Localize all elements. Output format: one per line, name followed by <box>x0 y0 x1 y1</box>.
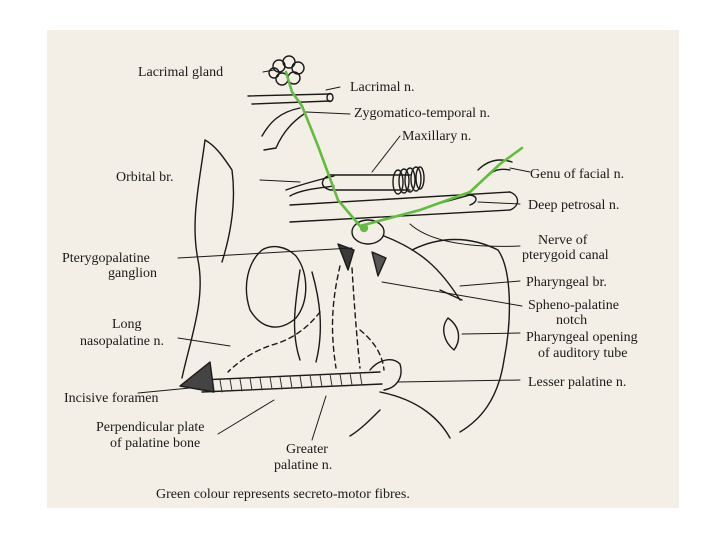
caption: Green colour represents secreto-motor fi… <box>156 487 410 502</box>
nasal-cavity-drawing <box>245 245 307 328</box>
label-perpendicular-plate-2: of palatine bone <box>110 436 201 451</box>
pterygoid-canal-drawing <box>289 191 519 223</box>
label-pterygopalatine-ganglion-2: ganglion <box>108 266 157 281</box>
lacrimal-nerve-drawing <box>247 93 331 105</box>
label-genu-of-facial-n: Genu of facial n. <box>530 167 625 182</box>
secretomotor-fibre-facial <box>358 146 524 228</box>
secretomotor-fibre-lacrimal <box>284 70 362 228</box>
label-lesser-palatine-n: Lesser palatine n. <box>528 375 627 390</box>
label-nerve-of-pterygoid-canal-1: Nerve of <box>538 233 588 248</box>
maxillary-coil-drawing <box>392 166 425 195</box>
label-pterygopalatine-ganglion-1: Pterygopalatine <box>62 251 150 266</box>
label-orbital-br: Orbital br. <box>116 170 174 185</box>
label-spheno-palatine-notch-2: notch <box>556 313 588 328</box>
maxillary-nerve-drawing <box>321 174 411 191</box>
lesser-palatine-drawing <box>369 359 402 391</box>
label-lacrimal-gland: Lacrimal gland <box>138 65 224 80</box>
perpendicular-plate-drawing <box>293 269 322 363</box>
label-pharyngeal-opening-2: of auditory tube <box>538 346 628 361</box>
label-deep-petrosal-n: Deep petrosal n. <box>528 198 620 213</box>
label-greater-palatine-n-2: palatine n. <box>274 458 333 473</box>
label-incisive-foramen: Incisive foramen <box>64 391 159 406</box>
ganglion-drawing <box>351 219 385 245</box>
label-perpendicular-plate-1: Perpendicular plate <box>96 420 205 435</box>
pharyngeal-branch-drawing <box>383 235 463 301</box>
skull-outline-drawing <box>181 139 235 379</box>
lacrimal-gland-drawing <box>268 55 305 86</box>
label-pharyngeal-br: Pharyngeal br. <box>526 275 607 290</box>
label-long-nasopalatine-n-1: Long <box>112 317 142 332</box>
label-zygomatico-temporal-n: Zygomatico-temporal n. <box>354 106 491 121</box>
label-long-nasopalatine-n-2: nasopalatine n. <box>80 334 164 349</box>
auditory-tube-drawing <box>443 317 460 351</box>
label-pharyngeal-opening-1: Pharyngeal opening <box>526 330 638 345</box>
pterygopalatine-ganglion-diagram <box>137 55 531 441</box>
label-lacrimal-n: Lacrimal n. <box>350 80 415 95</box>
incisive-foramen-drawing <box>179 361 215 393</box>
diagram-scan <box>47 30 679 508</box>
orbital-branch-drawing <box>285 175 335 197</box>
label-greater-palatine-n-1: Greater <box>286 442 328 457</box>
zygomatic-branch-drawing <box>261 107 305 151</box>
label-nerve-of-pterygoid-canal-2: pterygoid canal <box>522 248 609 263</box>
label-spheno-palatine-notch-1: Spheno-palatine <box>528 298 619 313</box>
label-maxillary-n: Maxillary n. <box>402 129 472 144</box>
pharynx-outline-drawing <box>411 238 511 433</box>
lower-contour-drawing <box>349 391 451 439</box>
